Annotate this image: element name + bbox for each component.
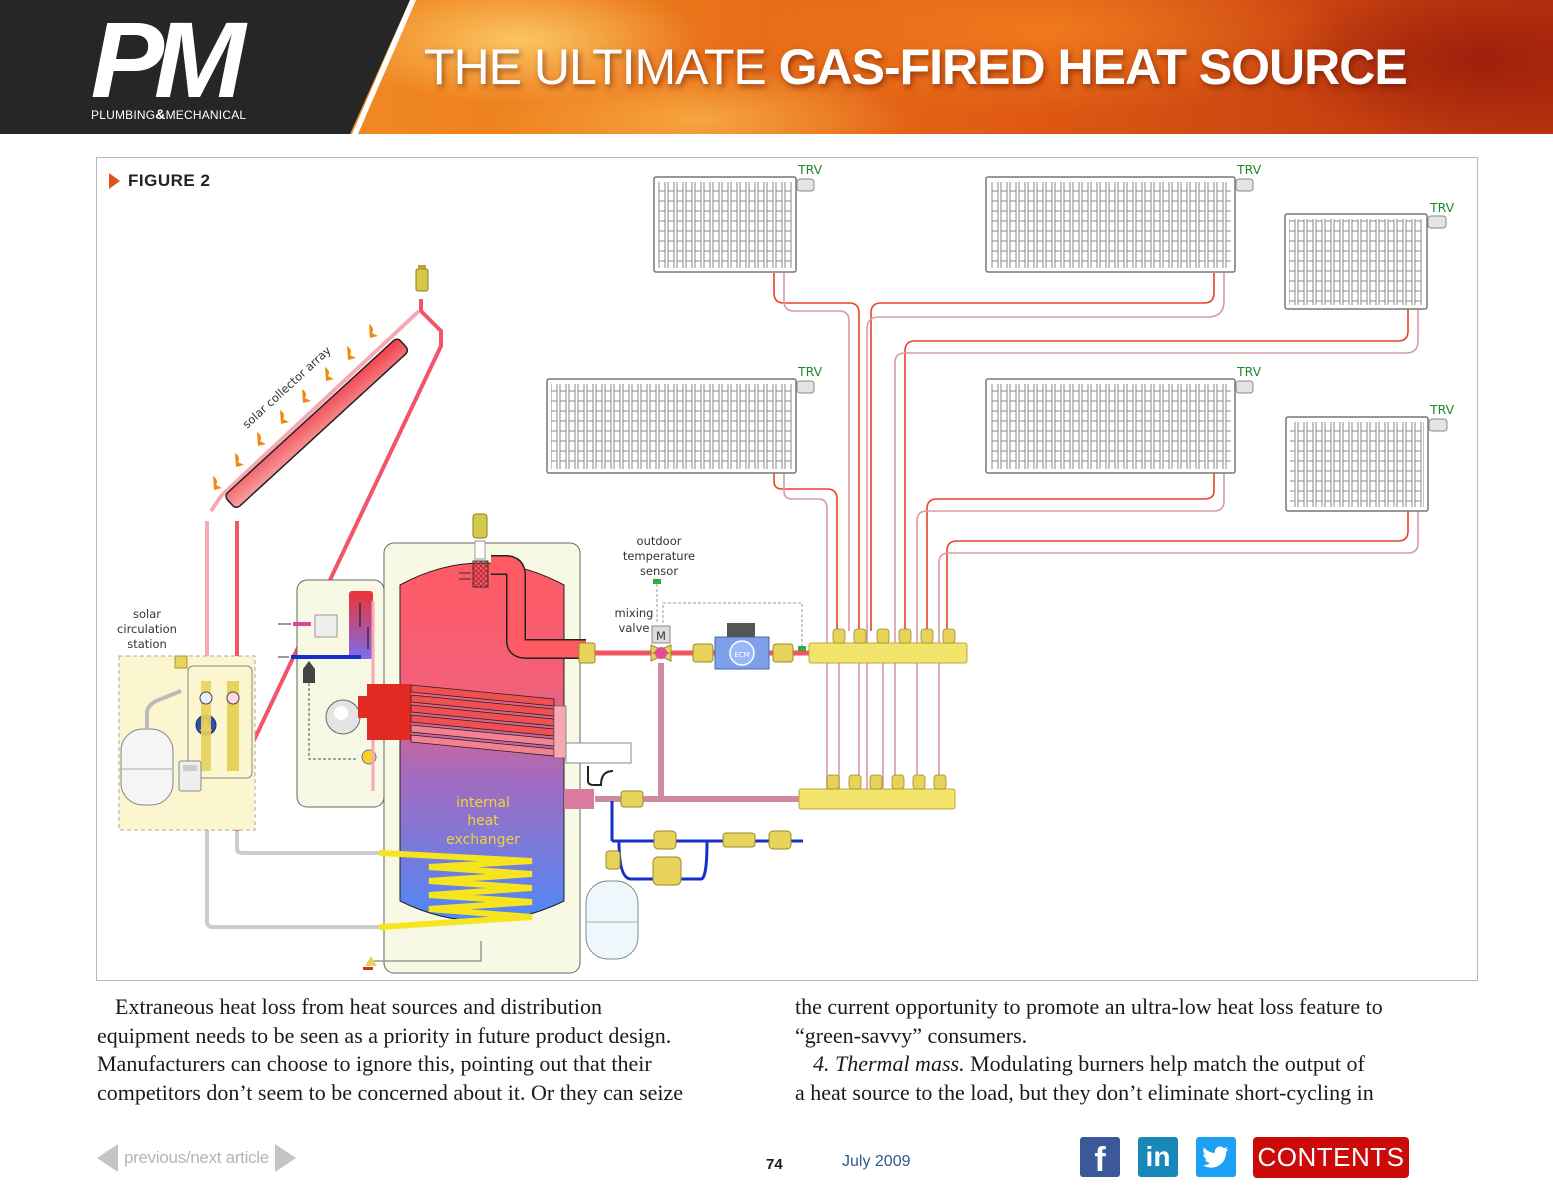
page-number: 74 [766, 1156, 783, 1173]
paragraph-line: equipment needs to be seen as a priority… [97, 1022, 672, 1048]
radiators: TRV TRV TRV TRV [546, 162, 1455, 512]
article-column-right: the current opportunity to promote an ul… [795, 993, 1475, 1107]
paragraph-line: 4. Thermal mass. Modulating burners help… [795, 1050, 1475, 1079]
outdoor-sensor-label-2: temperature [623, 549, 695, 563]
linkedin-share-button[interactable]: in [1138, 1137, 1178, 1177]
burner-module [278, 579, 385, 808]
solar-circulation-station: solar circulation station [117, 607, 256, 831]
publication-logo[interactable]: PM [90, 0, 246, 120]
trv-label: TRV [797, 162, 823, 177]
article-column-left: Extraneous heat loss from heat sources a… [97, 993, 757, 1107]
radiator-1[interactable]: TRV [653, 162, 823, 273]
linkedin-icon: in [1145, 1141, 1171, 1172]
solar-station-label-1: solar [133, 607, 161, 621]
article-navigation: previous/next article [97, 1142, 296, 1174]
radiator-3[interactable]: TRV [1284, 200, 1455, 310]
logo-subtitle-mechanical: MECHANICAL [165, 108, 247, 122]
facebook-share-button[interactable]: f [1080, 1137, 1120, 1179]
radiator-2[interactable]: TRV [985, 162, 1262, 273]
twitter-share-button[interactable] [1196, 1137, 1236, 1177]
hx-label-3: exchanger [446, 832, 520, 848]
trv-label: TRV [1236, 364, 1262, 379]
article-title-light: THE ULTIMATE [424, 39, 779, 95]
article-title-bold: GAS-FIRED HEAT SOURCE [778, 39, 1408, 95]
hx-label-1: internal [456, 795, 510, 811]
radiator-4[interactable]: TRV [546, 364, 823, 474]
paragraph-text: Modulating burners help match the output… [964, 1051, 1365, 1076]
figure-label: FIGURE 2 [109, 171, 210, 191]
facebook-icon: f [1094, 1140, 1106, 1179]
hx-label-2: heat [467, 813, 499, 829]
trv-label: TRV [797, 364, 823, 379]
twitter-bird-icon [1203, 1146, 1228, 1168]
trv-label: TRV [1429, 200, 1455, 215]
distribution-equipment: M outdoor temperature sensor mixing valv… [578, 534, 968, 960]
paragraph-line: Manufacturers can choose to ignore this,… [97, 1051, 652, 1076]
radiator-distribution-piping [773, 273, 1419, 801]
paragraph-line: the current opportunity to promote an ul… [795, 994, 1383, 1019]
publication-logo-subtitle: PLUMBING&MECHANICAL [91, 106, 246, 122]
header-banner: PM PLUMBING&MECHANICAL THE ULTIMATE GAS-… [0, 0, 1553, 134]
next-article-arrow-icon[interactable] [274, 1144, 296, 1172]
contents-button[interactable]: CONTENTS [1253, 1137, 1409, 1178]
outdoor-sensor-label-1: outdoor [637, 534, 682, 548]
solar-station-label-3: station [127, 637, 167, 651]
previous-article-arrow-icon[interactable] [97, 1144, 118, 1172]
paragraph-line: competitors don’t seem to be concerned a… [97, 1079, 684, 1105]
hydronic-schematic: TRV TRV TRV TRV [117, 162, 1455, 974]
logo-panel [0, 0, 410, 134]
paragraph-line: “green-savvy” consumers. [795, 1022, 1028, 1048]
logo-subtitle-amp: & [155, 106, 166, 122]
mixing-motor-label: M [656, 629, 666, 643]
figure-2-diagram: TRV TRV TRV TRV [96, 157, 1478, 981]
logo-subtitle-plumbing: PLUMBING [91, 108, 156, 122]
figure-marker-icon [109, 173, 120, 189]
mixing-valve-label-1: mixing [615, 606, 654, 620]
radiator-5[interactable]: TRV [985, 364, 1262, 474]
mixing-valve-label-2: valve [619, 621, 650, 635]
section-heading-thermal-mass: 4. Thermal mass. [813, 1051, 965, 1076]
radiator-6[interactable]: TRV [1285, 402, 1455, 512]
figure-label-text: FIGURE 2 [128, 171, 211, 190]
issue-date: July 2009 [842, 1153, 911, 1170]
sun-ray-icons [213, 324, 378, 490]
article-navigation-label[interactable]: previous/next article [124, 1148, 269, 1167]
paragraph-line: Extraneous heat loss from heat sources a… [115, 994, 602, 1019]
article-title: THE ULTIMATE GAS-FIRED HEAT SOURCE [424, 39, 1408, 95]
ecm-pump-label: ECM [734, 651, 749, 659]
trv-label: TRV [1429, 402, 1455, 417]
solar-coil [378, 850, 533, 930]
paragraph-line: a heat source to the load, but they don’… [795, 1079, 1374, 1105]
outdoor-sensor-label-3: sensor [640, 564, 678, 578]
trv-label: TRV [1236, 162, 1262, 177]
storage-tank: internal heat exchanger [205, 513, 632, 974]
solar-station-label-2: circulation [117, 622, 177, 636]
